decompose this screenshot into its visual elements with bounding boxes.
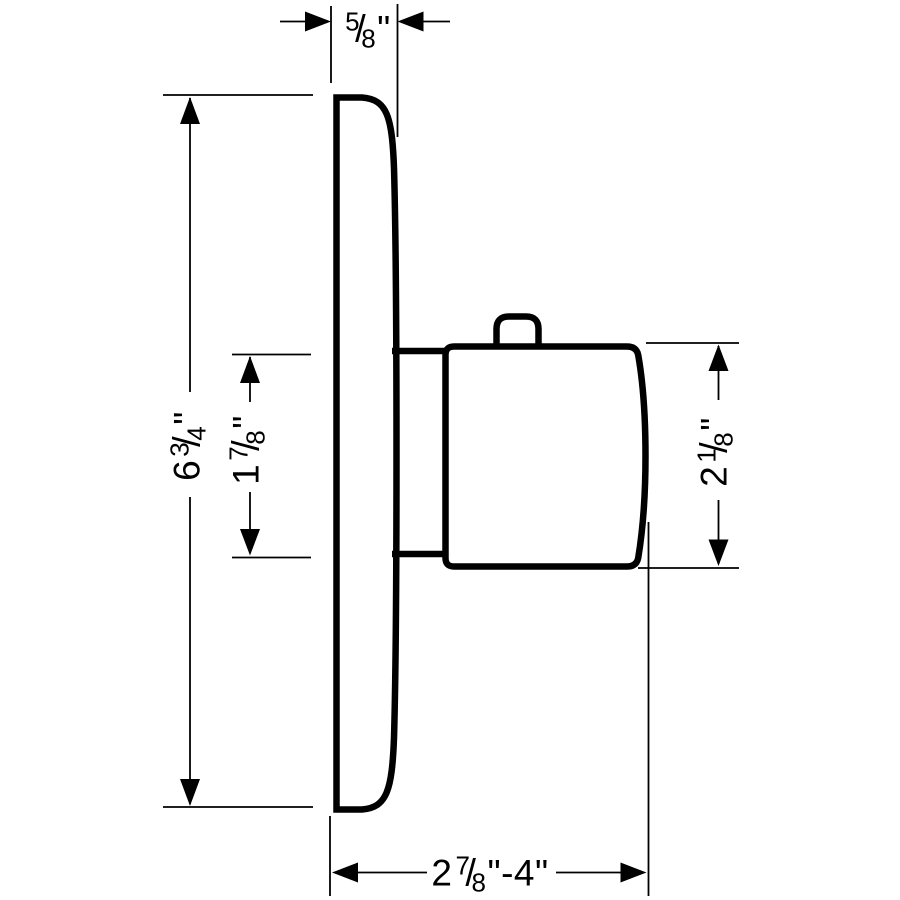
arrow-plate-depth-right-tip (305, 11, 331, 32)
arrow-handle-height-up (708, 344, 729, 371)
dim-value-denominator: 8 (471, 867, 487, 898)
dim-value-denominator: 8 (361, 23, 377, 54)
dim-value-numerator: 5 (345, 6, 361, 37)
arrow-projection-right (620, 862, 647, 883)
arrow-plate-depth-left-tip (397, 11, 424, 32)
dim-unit-mark: " (693, 417, 735, 431)
dim-unit-mark: " (225, 415, 267, 429)
fraction-slash: / (465, 852, 477, 895)
dim-value-whole: 2 (693, 465, 735, 487)
dim-value-denominator: 4 (181, 425, 212, 441)
dim-value-whole: 6 (166, 459, 208, 481)
handle-knob-body (442, 343, 649, 570)
dim-value-numerator: 7 (455, 850, 471, 881)
dim-label-handle-height: 21/8" (692, 417, 739, 487)
arrow-plate-height-up (180, 97, 200, 124)
dim-unit-mark: " (487, 852, 502, 894)
arrow-projection-left (332, 862, 358, 883)
dim-value-denominator: 8 (708, 431, 739, 447)
dim-value-denominator: 8 (240, 429, 271, 445)
dim-unit-mark: " (166, 411, 208, 425)
dim-label-plate-depth: 5/8" (345, 9, 391, 52)
handle-top-tab (493, 313, 542, 344)
arrow-handle-height-down (708, 539, 729, 566)
dim-value-whole: 1 (225, 463, 267, 485)
dim-label-sleeve-height: 17/8" (224, 415, 271, 485)
dim-label-plate-height: 63/4" (165, 411, 212, 481)
dimension-arrows (180, 11, 729, 883)
arrow-sleeve-height-up (240, 356, 260, 383)
dim-value-whole: 2 (431, 852, 453, 894)
dim-unit-mark: " (377, 8, 391, 50)
valve-trim-outline (333, 94, 649, 813)
dim-value-suffix: -4" (501, 852, 549, 894)
fraction-slash: / (355, 8, 367, 51)
extension-lines (163, 4, 739, 896)
arrow-plate-height-down (180, 779, 200, 806)
arrow-sleeve-height-down (240, 529, 260, 556)
escutcheon-plate-profile (333, 94, 400, 813)
